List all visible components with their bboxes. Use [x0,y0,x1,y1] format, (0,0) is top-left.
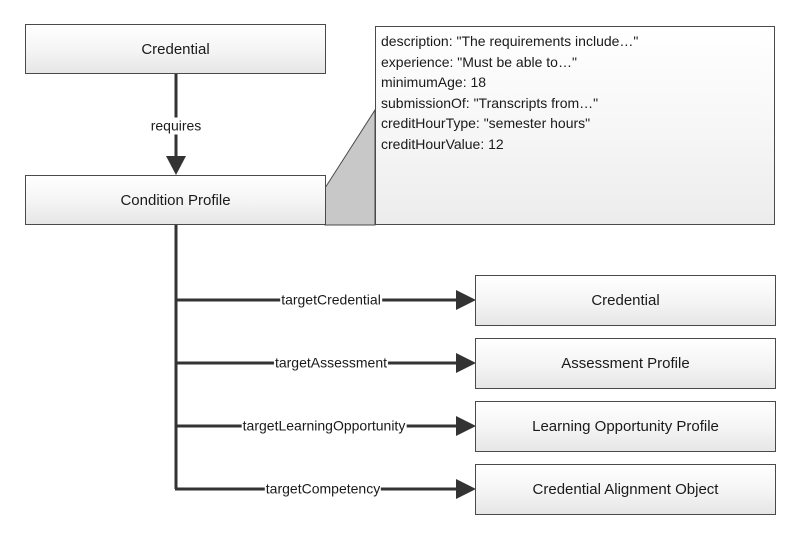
target-credential-edge-label: targetCredential [280,291,382,309]
condition-profile-properties-note: description: "The requirements include…"… [375,26,775,225]
note-credit-hour-type-line: creditHourType: "semester hours" [381,115,591,131]
assessment-profile-node[interactable]: Assessment Profile [475,338,776,389]
condition-profile-node[interactable]: Condition Profile [25,175,326,225]
credential-alignment-object-node[interactable]: Credential Alignment Object [475,464,776,515]
credential-node[interactable]: Credential [25,24,326,74]
note-minimum-age-line: minimumAge: 18 [381,74,487,90]
target-learning-opportunity-arrowhead [456,416,476,436]
assessment-profile-node-label: Assessment Profile [561,355,690,372]
target-credential-node[interactable]: Credential [475,275,776,326]
note-description-line: description: "The requirements include…" [381,33,639,49]
target-assessment-edge-label: targetAssessment [273,354,389,372]
requires-edge-label: requires [149,117,203,135]
target-credential-node-label: Credential [591,292,660,309]
requires-arrowhead [166,156,186,175]
credential-alignment-object-node-label: Credential Alignment Object [532,481,719,498]
note-submission-of-line: submissionOf: "Transcripts from…" [381,94,599,111]
note-experience-line: experience: "Must be able to…" [381,53,577,70]
learning-opportunity-profile-node-label: Learning Opportunity Profile [532,418,719,435]
credential-node-label: Credential [141,40,210,58]
note-credit-hour-value-line: creditHourValue: 12 [381,135,504,152]
target-assessment-arrowhead [456,353,476,373]
condition-profile-node-label: Condition Profile [120,191,231,209]
target-credential-arrowhead [456,290,476,310]
target-competency-edge-label: targetCompetency [264,480,382,498]
target-learning-opportunity-edge-label: targetLearningOpportunity [241,417,407,435]
note-callout-wedge [324,108,376,226]
target-competency-arrowhead [456,479,476,499]
learning-opportunity-profile-node[interactable]: Learning Opportunity Profile [475,401,776,452]
